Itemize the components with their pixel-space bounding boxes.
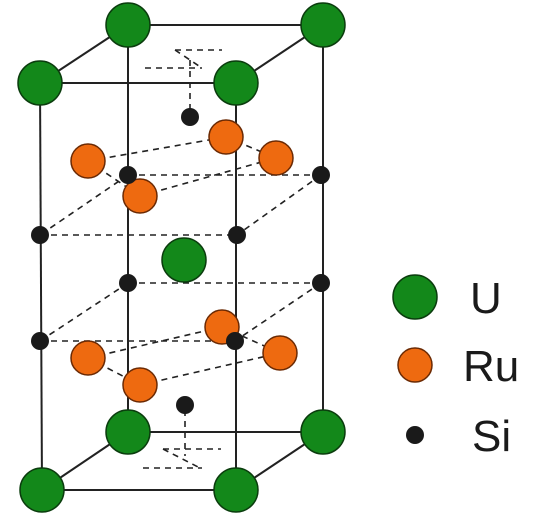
dashed-line (39, 282, 129, 342)
dashed-line (174, 49, 203, 69)
uranium-atom (105, 2, 151, 48)
silicon-atom (228, 226, 246, 244)
ruthenium-atom (262, 335, 298, 371)
silicon-atom (31, 226, 49, 244)
ruthenium-atom (70, 340, 106, 376)
legend-label-ruthenium: Ru (463, 342, 519, 391)
uranium-atom (300, 2, 346, 48)
silicon-atom (119, 166, 137, 184)
uranium-atom (105, 409, 151, 455)
uranium-atom (213, 467, 259, 513)
uranium-atom (213, 60, 259, 106)
ruthenium-atom (122, 367, 158, 403)
frame-edge (39, 82, 43, 491)
uranium-atom (300, 409, 346, 455)
ruthenium-atom (122, 178, 158, 214)
atoms-layer (17, 2, 346, 513)
legend-symbol-silicon (406, 426, 424, 444)
dashed-line (87, 326, 223, 359)
ruthenium-atom (70, 143, 106, 179)
silicon-atom (119, 274, 137, 292)
ruthenium-atom (258, 140, 294, 176)
silicon-atom (31, 332, 49, 350)
dashed-line (234, 282, 322, 342)
dashed-line (162, 448, 201, 469)
dashed-line (236, 174, 322, 236)
dashed-line (139, 157, 277, 197)
ruthenium-atom (208, 119, 244, 155)
silicon-atom (312, 274, 330, 292)
silicon-atom (312, 166, 330, 184)
uranium-atom (161, 237, 207, 283)
uranium-atom (19, 467, 65, 513)
legend-label-uranium: U (470, 274, 502, 323)
legend-symbol-ruthenium (397, 347, 433, 383)
silicon-atom (176, 396, 194, 414)
dashed-line (87, 136, 227, 162)
dashed-line (139, 352, 281, 386)
dashed-bond-lines (39, 49, 322, 469)
dashed-line (39, 174, 129, 236)
legend-symbol-uranium (392, 274, 438, 320)
uranium-atom (17, 60, 63, 106)
legend: U Ru Si (392, 274, 519, 461)
legend-label-silicon: Si (472, 412, 511, 461)
silicon-atom (226, 332, 244, 350)
silicon-atom (181, 108, 199, 126)
